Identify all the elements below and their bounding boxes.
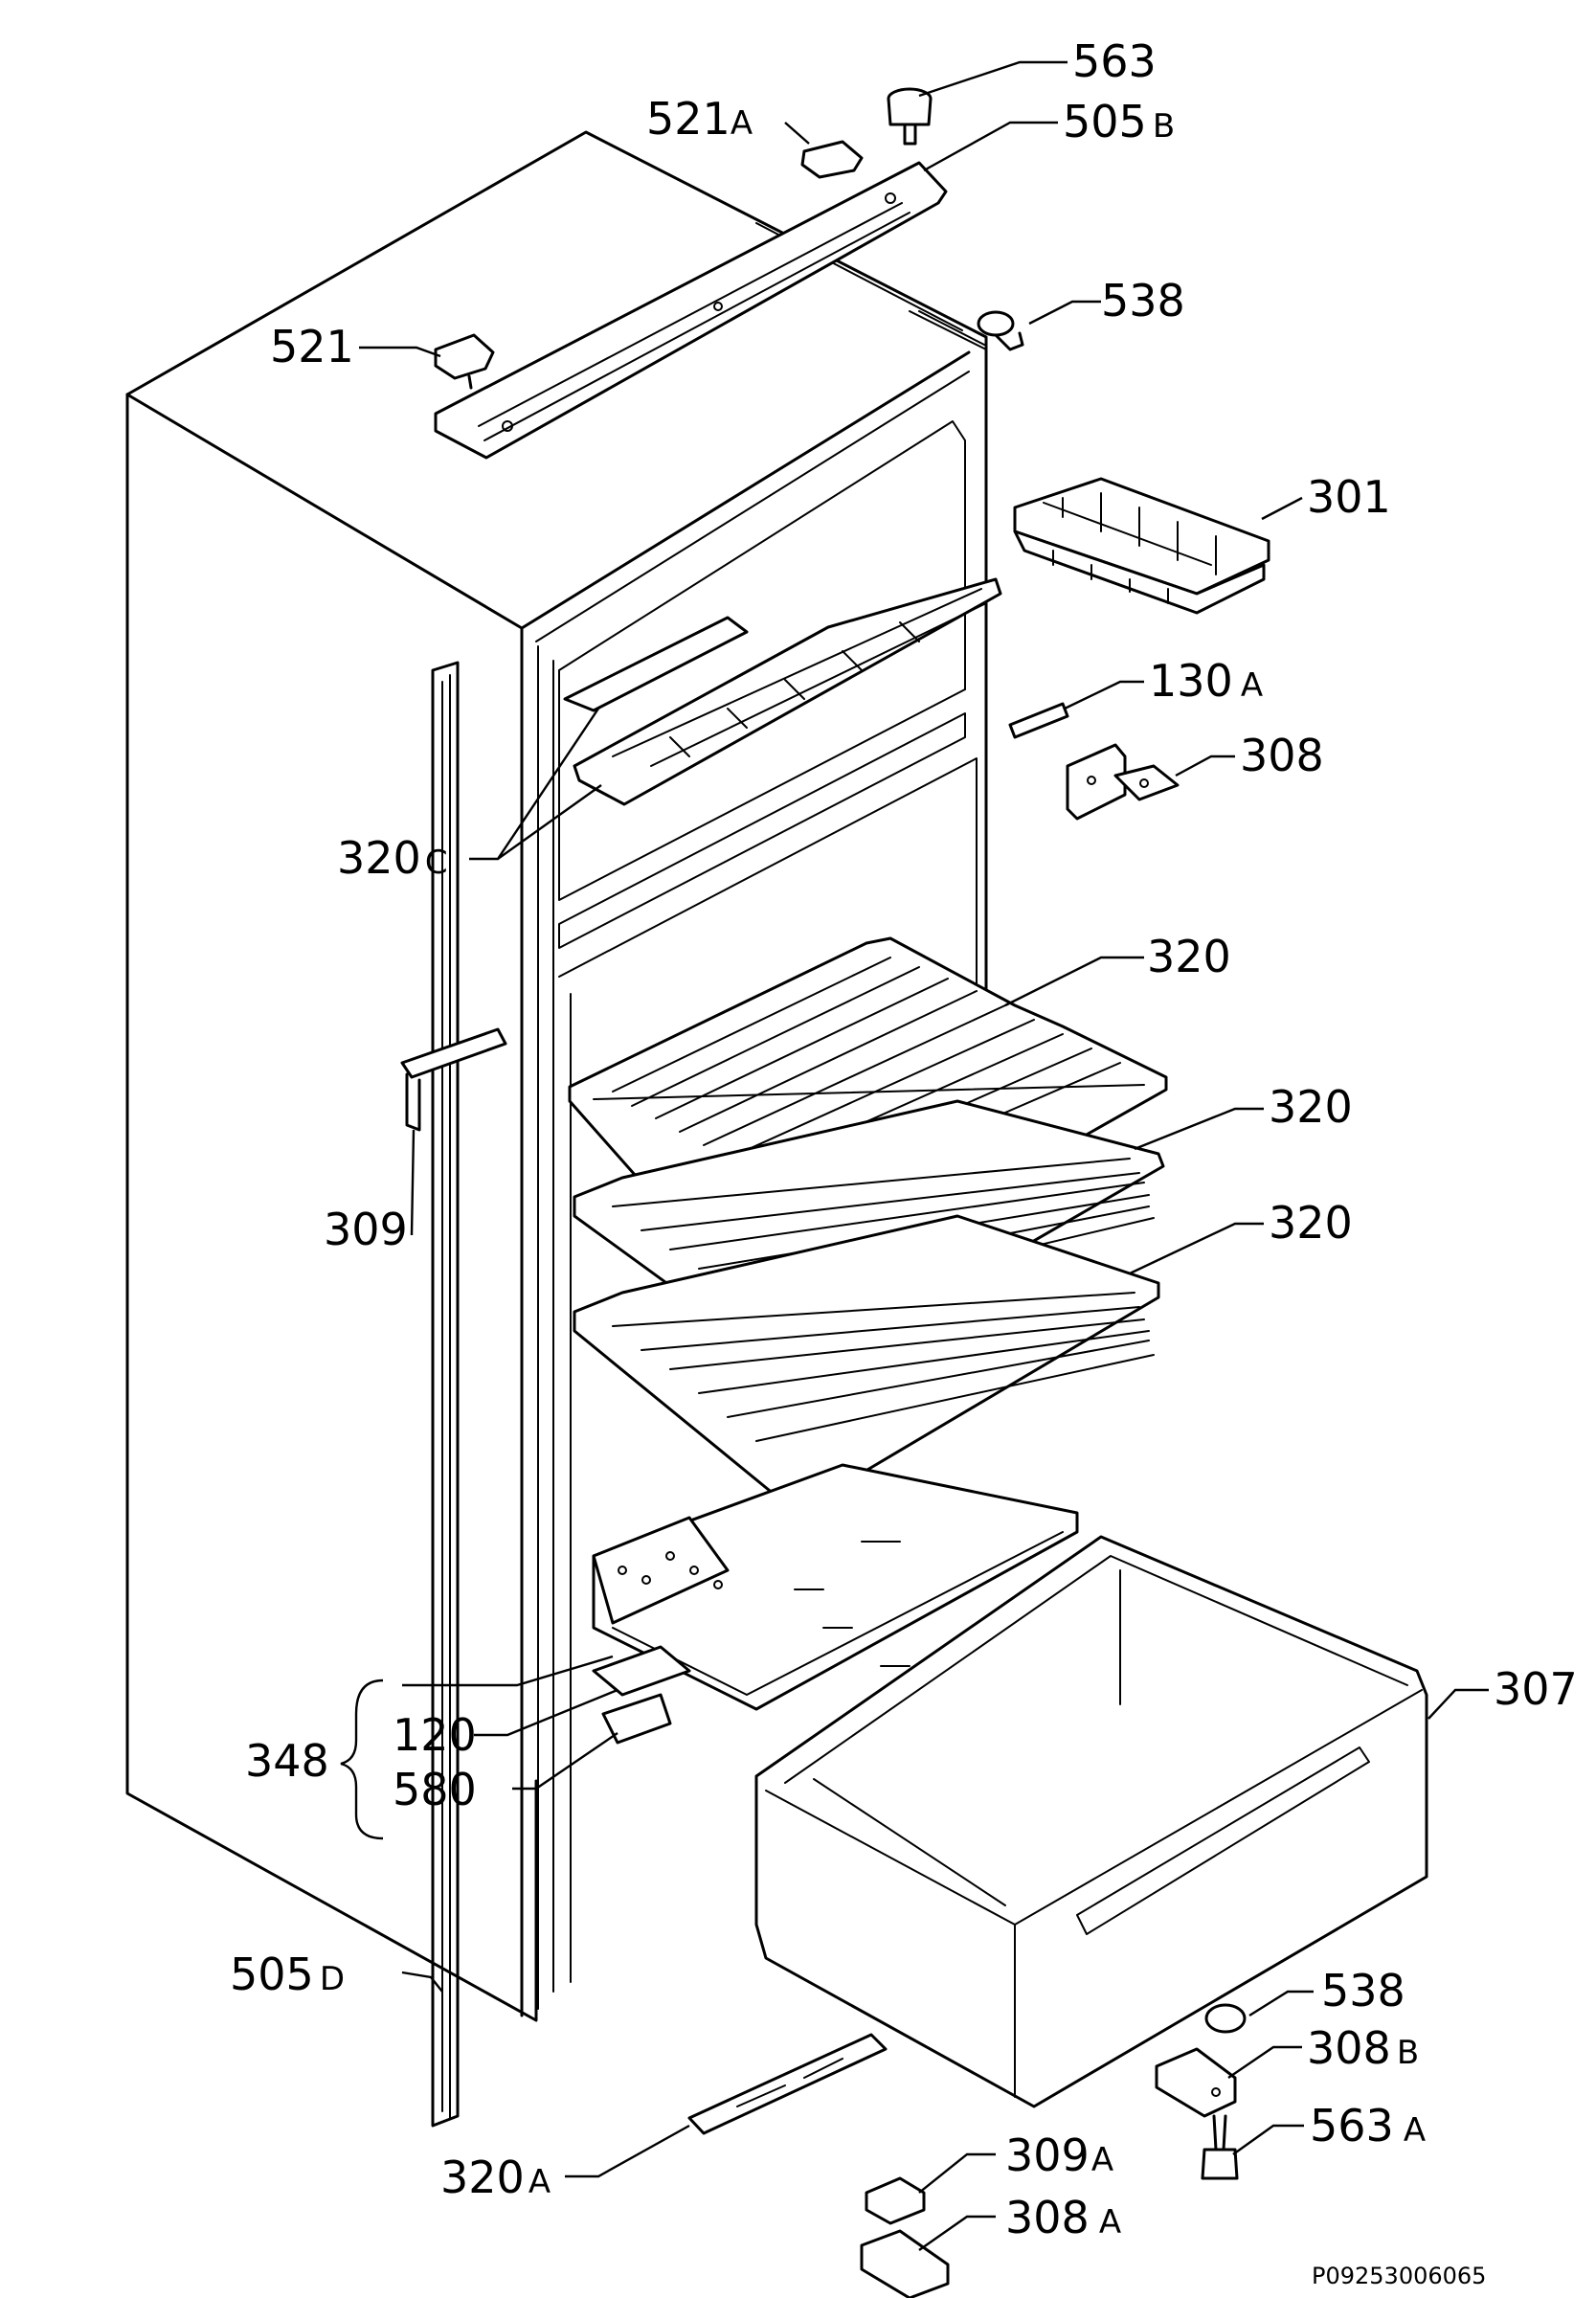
glass-shelf-348	[592, 1463, 1079, 1745]
bracket-309	[400, 1027, 507, 1132]
part-label-120: 120	[393, 1709, 477, 1761]
plate-130a	[1008, 702, 1069, 739]
part-label-538-top: 538	[1101, 275, 1185, 327]
leader-lines	[340, 60, 1489, 2251]
part-label-521a: 521A	[646, 93, 753, 145]
bracket-308a	[860, 2229, 950, 2298]
cap-538-top	[977, 310, 1024, 351]
cabinet-body	[125, 130, 988, 2022]
part-label-538-bottom: 538	[1321, 1965, 1405, 2016]
top-hinge-bar-505b	[434, 161, 948, 460]
door-gasket-strip-505d	[431, 661, 460, 2128]
part-label-307: 307	[1494, 1663, 1578, 1715]
document-id: P09253006065	[1312, 2263, 1486, 2289]
part-label-320-3: 320	[1269, 1197, 1353, 1249]
part-label-580: 580	[393, 1764, 477, 1815]
ice-tray-301	[1013, 477, 1270, 615]
block-309a	[865, 2176, 926, 2225]
fridge-shelf-3	[573, 1214, 1160, 1515]
crisper-drawer-307	[754, 1535, 1428, 2108]
freezer-shelves-320c	[563, 577, 1002, 806]
hinge-308	[1066, 743, 1180, 821]
part-label-320-1: 320	[1147, 931, 1231, 982]
cap-521	[434, 333, 495, 390]
pin-563a	[1201, 2114, 1239, 2180]
pin-563	[887, 87, 933, 146]
part-label-309a: 309A	[1005, 2129, 1113, 2181]
hinge-308b	[1155, 2047, 1237, 2118]
part-label-521: 521	[270, 321, 354, 372]
part-label-348: 348	[245, 1735, 329, 1787]
cap-521a	[800, 140, 864, 179]
part-label-309: 309	[324, 1204, 408, 1255]
cap-538-bottom	[1204, 2003, 1247, 2034]
part-label-308: 308	[1240, 730, 1324, 781]
rail-320a	[687, 2033, 888, 2135]
part-label-320-2: 320	[1269, 1081, 1353, 1133]
part-label-563: 563	[1072, 35, 1157, 87]
part-label-301: 301	[1307, 471, 1391, 523]
